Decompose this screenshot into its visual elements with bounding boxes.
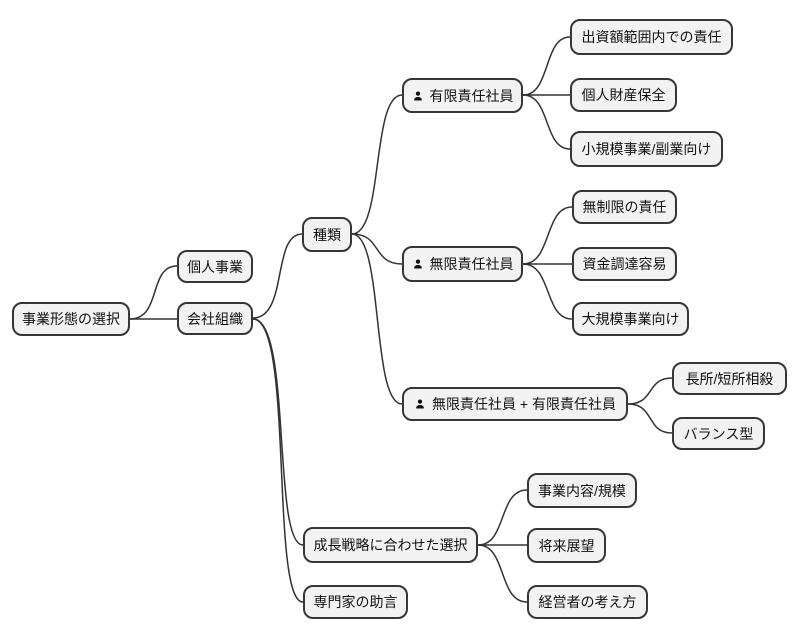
node-label: 事業内容/規模: [538, 482, 626, 499]
node-label: 個人財産保全: [581, 87, 666, 103]
edge-mugenyugen-balance: [627, 403, 673, 434]
node-label: 大規模事業向け: [581, 311, 680, 327]
edge-kaisha-senmonka: [252, 318, 304, 603]
node-small-business-side-job: 小規模事業/副業向け: [570, 131, 723, 167]
edge-kaisha-seicho: [252, 318, 304, 546]
edge-seicho-jigyonaiyo: [477, 489, 528, 546]
edge-root-kojin-jigyo: [129, 265, 178, 320]
node-label: 種類: [313, 226, 341, 243]
node-large-scale-business: 大規模事業向け: [572, 302, 689, 336]
node-expert-advice: 専門家の助言: [303, 585, 408, 619]
node-label: 有限責任社員: [429, 87, 514, 104]
node-future-outlook: 将来展望: [527, 528, 606, 563]
node-label: 無制限の責任: [582, 199, 667, 215]
node-label: 会社組織: [187, 310, 243, 327]
node-label: 無限責任社員: [429, 256, 514, 272]
node-business-content-scale: 事業内容/規模: [527, 473, 637, 508]
person-icon: [412, 90, 424, 102]
node-unlimited-responsibility: 無制限の責任: [572, 190, 677, 224]
edge-mugen-museigen: [522, 206, 573, 265]
node-easy-fundraising: 資金調達容易: [572, 247, 677, 281]
node-label: 事業形態の選択: [22, 311, 120, 327]
node-label: 成長戦略に合わせた選択: [313, 537, 468, 553]
node-limited-liability-member: 有限責任社員: [402, 78, 523, 113]
node-label: 専門家の助言: [313, 594, 398, 610]
edge-shurui-mugen-yugen: [351, 233, 403, 405]
node-personal-asset-protection: 個人財産保全: [570, 78, 677, 112]
edge-kaisha-shurui: [252, 233, 303, 319]
node-pros-cons-offset: 長所/短所相殺: [672, 362, 787, 395]
edge-yugen-shusshi: [522, 36, 571, 96]
node-label: 資金調達容易: [582, 256, 667, 272]
edge-yugen-shokibo: [522, 94, 571, 150]
node-sole-proprietorship: 個人事業: [177, 250, 253, 283]
node-business-form-selection: 事業形態の選択: [12, 302, 130, 336]
node-label: 個人事業: [187, 258, 243, 275]
node-growth-strategy-selection: 成長戦略に合わせた選択: [303, 527, 478, 563]
person-icon: [414, 398, 426, 410]
node-balanced-type: バランス型: [672, 417, 765, 450]
node-manager-thinking: 経営者の考え方: [527, 585, 648, 619]
edge-seicho-keieisha: [477, 544, 528, 603]
node-label: 経営者の考え方: [538, 594, 637, 610]
edge-shurui-yugen: [351, 94, 403, 235]
node-label: 長所/短所相殺: [685, 370, 774, 387]
node-label: 出資額範囲内での責任: [581, 29, 722, 45]
node-mixed-liability-members: 無限責任社員 + 有限責任社員: [402, 387, 628, 421]
edge-mugenyugen-chosho: [627, 377, 673, 405]
edge-shurui-mugen: [351, 233, 403, 265]
node-label: 小規模事業/副業向け: [581, 141, 712, 157]
node-company-organization: 会社組織: [177, 302, 253, 335]
node-label: 無限責任社員 + 有限責任社員: [432, 396, 616, 412]
node-unlimited-liability-member: 無限責任社員: [402, 246, 523, 282]
node-liability-within-investment: 出資額範囲内での責任: [570, 19, 733, 55]
node-label: バランス型: [683, 425, 754, 442]
node-types: 種類: [302, 217, 352, 252]
edge-mugen-daikibo: [522, 263, 573, 320]
node-label: 将来展望: [538, 537, 595, 554]
person-icon: [412, 258, 424, 270]
